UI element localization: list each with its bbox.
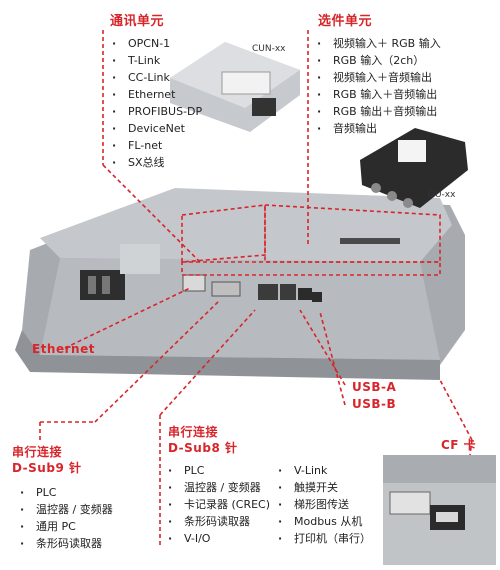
list-item: RGB 输入＋音频输出 bbox=[315, 86, 441, 103]
list-item: 温控器 / 变频器 bbox=[18, 501, 113, 518]
list-item: RGB 输入（2ch） bbox=[315, 52, 441, 69]
list-item: RGB 输出＋音频输出 bbox=[315, 103, 441, 120]
list-item: 温控器 / 变频器 bbox=[166, 479, 270, 496]
serial-dsub9-title: 串行连接 D-Sub9 针 bbox=[12, 444, 81, 476]
main-unit bbox=[15, 188, 465, 380]
list-item: SX总线 bbox=[110, 154, 202, 171]
list-item: 音频输出 bbox=[315, 120, 441, 137]
list-item: OPCN-1 bbox=[110, 35, 202, 52]
gu-module-image bbox=[360, 128, 468, 208]
option-unit-list: 视频输入＋ RGB 输入 RGB 输入（2ch） 视频输入＋音频输出 RGB 输… bbox=[315, 35, 441, 137]
ethernet-label: Ethernet bbox=[32, 342, 95, 356]
serial-dsub8-title: 串行连接 D-Sub8 针 bbox=[168, 424, 237, 456]
serial-dsub8-title-line1: 串行连接 bbox=[168, 425, 219, 439]
comm-unit-title: 通讯单元 bbox=[110, 14, 165, 29]
list-item: Ethernet bbox=[110, 86, 202, 103]
list-item: 视频输入＋音频输出 bbox=[315, 69, 441, 86]
list-item: T-Link bbox=[110, 52, 202, 69]
list-item: DeviceNet bbox=[110, 120, 202, 137]
option-unit-title: 选件单元 bbox=[318, 14, 373, 29]
list-item: 卡记录器 (CREC) bbox=[166, 496, 270, 513]
list-item: PROFIBUS-DP bbox=[110, 103, 202, 120]
list-item: 触摸开关 bbox=[276, 479, 371, 496]
list-item: V-I/O bbox=[166, 530, 270, 547]
serial-dsub8-list-2: V-Link 触摸开关 梯形图传送 Modbus 从机 打印机（串行） bbox=[276, 462, 371, 547]
list-item: 打印机（串行） bbox=[276, 530, 371, 547]
serial-dsub8-list: PLC 温控器 / 变频器 卡记录器 (CREC) 条形码读取器 V-I/O bbox=[166, 462, 270, 547]
serial-dsub9-title-line2: D-Sub9 针 bbox=[12, 461, 82, 475]
comm-unit-list: OPCN-1 T-Link CC-Link Ethernet PROFIBUS-… bbox=[110, 35, 202, 171]
cun-label: CUN-xx bbox=[252, 44, 286, 54]
cf-card-image bbox=[383, 455, 496, 565]
list-item: CC-Link bbox=[110, 69, 202, 86]
callout-lines bbox=[39, 30, 473, 545]
serial-dsub8-title-line2: D-Sub8 针 bbox=[168, 441, 238, 455]
cf-card-label: CF 卡 bbox=[441, 438, 477, 452]
list-item: 条形码读取器 bbox=[166, 513, 270, 530]
list-item: 条形码读取器 bbox=[18, 535, 113, 552]
list-item: FL-net bbox=[110, 137, 202, 154]
serial-dsub9-title-line1: 串行连接 bbox=[12, 445, 63, 459]
serial-dsub9-list: PLC 温控器 / 变频器 通用 PC 条形码读取器 bbox=[18, 484, 113, 552]
list-item: 视频输入＋ RGB 输入 bbox=[315, 35, 441, 52]
list-item: 通用 PC bbox=[18, 518, 113, 535]
usb-b-label: USB-B bbox=[352, 397, 397, 411]
list-item: Modbus 从机 bbox=[276, 513, 371, 530]
list-item: PLC bbox=[18, 484, 113, 501]
cun-module-image bbox=[170, 42, 300, 132]
list-item: 梯形图传送 bbox=[276, 496, 371, 513]
list-item: PLC bbox=[166, 462, 270, 479]
usb-a-label: USB-A bbox=[352, 380, 397, 394]
gu-label: GU-xx bbox=[428, 190, 456, 200]
list-item: V-Link bbox=[276, 462, 371, 479]
